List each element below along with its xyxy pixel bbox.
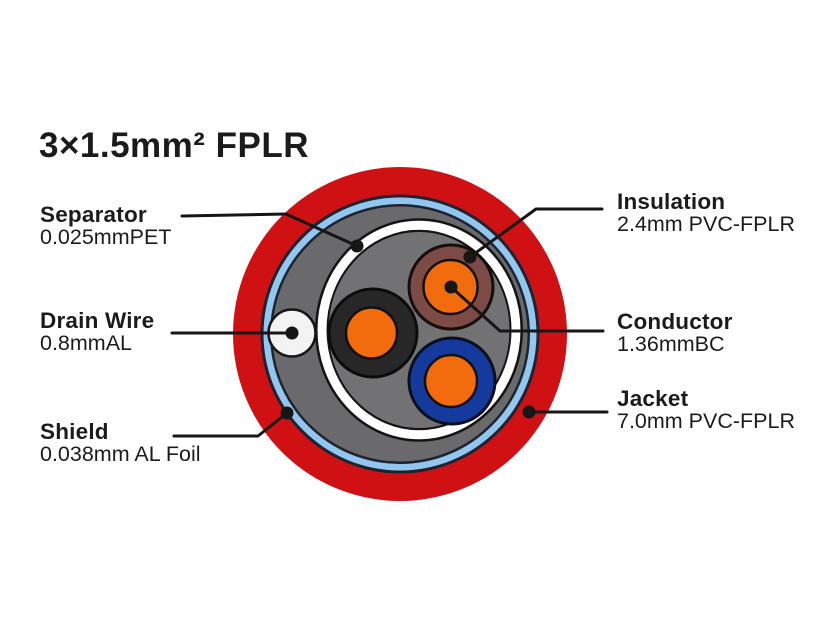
callout-separator: Separator 0.025mmPET	[40, 203, 171, 248]
shield-label: Shield	[40, 419, 109, 444]
insulation-value: 2.4mm PVC-FPLR	[617, 212, 796, 236]
wire-black-conductor	[344, 306, 399, 360]
drain-wire-leader-dot	[285, 326, 299, 340]
callout-drain-wire: Drain Wire 0.8mmAL	[40, 309, 154, 354]
shield-value: 0.038mm AL Foil	[40, 442, 201, 466]
separator-value: 0.025mmPET	[40, 225, 172, 249]
drain-wire-value: 0.8mmAL	[40, 331, 133, 355]
callout-jacket: Jacket 7.0mm PVC-FPLR	[617, 387, 795, 432]
drain-wire-label: Drain Wire	[40, 308, 155, 333]
insulation-leader-line	[468, 207, 604, 259]
jacket-leader-dot	[522, 405, 536, 419]
separator-label: Separator	[40, 202, 147, 227]
conductor-leader-dot	[444, 280, 458, 294]
conductor-leader-line	[449, 285, 605, 333]
jacket-value: 7.0mm PVC-FPLR	[617, 409, 796, 433]
page-title: 3×1.5mm² FPLR	[39, 126, 310, 165]
conductor-value: 1.36mmBC	[617, 332, 725, 356]
separator-leader-dot	[350, 239, 364, 253]
wire-blue-conductor	[423, 353, 479, 409]
separator-leader-line	[180, 212, 359, 248]
callout-insulation: Insulation 2.4mm PVC-FPLR	[617, 190, 795, 235]
shield-leader-line	[172, 411, 289, 438]
callout-conductor: Conductor 1.36mmBC	[617, 310, 733, 355]
conductor-label: Conductor	[617, 309, 733, 334]
shield-leader-dot	[280, 406, 294, 420]
insulation-leader-dot	[463, 250, 477, 264]
jacket-label: Jacket	[617, 386, 689, 411]
callout-shield: Shield 0.038mm AL Foil	[40, 420, 201, 465]
insulation-label: Insulation	[617, 189, 726, 214]
